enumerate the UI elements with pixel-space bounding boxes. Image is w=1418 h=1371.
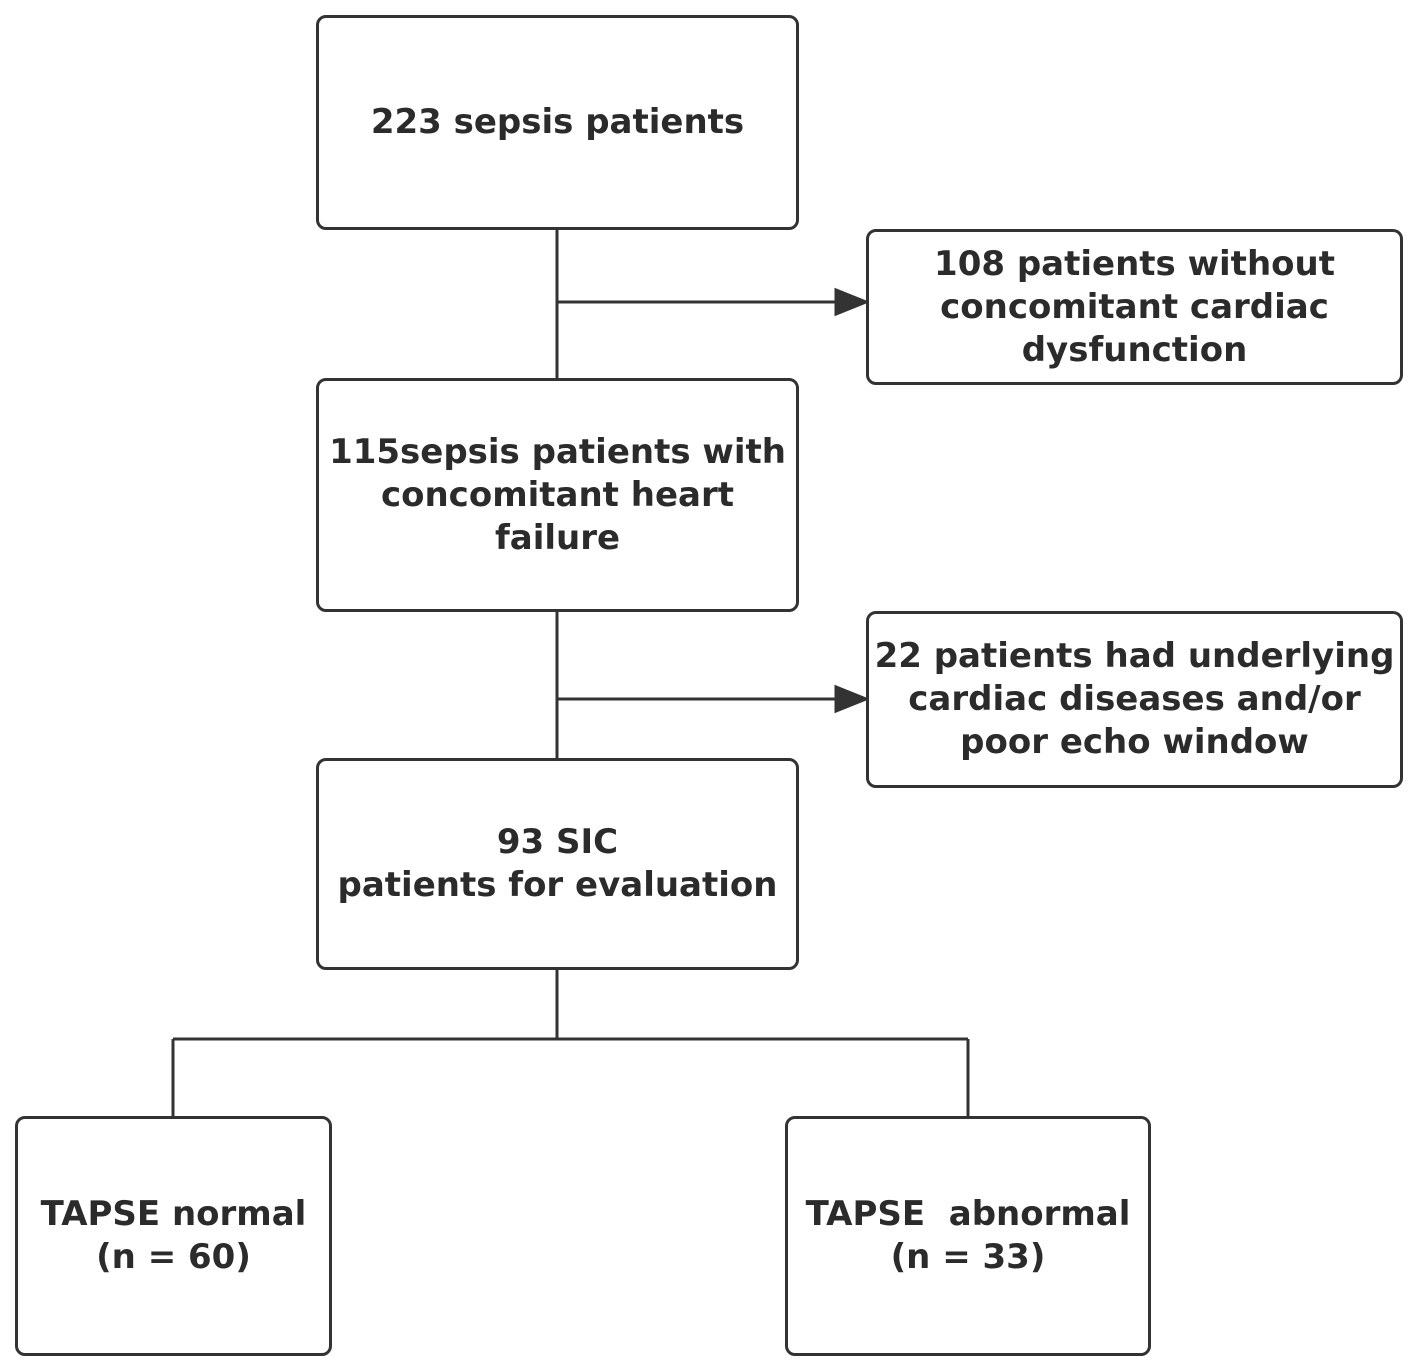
box-text-line: cardiac diseases and/or [908,679,1361,719]
box-text-line: 223 sepsis patients [370,102,745,142]
box-text-line: 115sepsis patients with [329,431,786,472]
box-tapse-abnormal: TAPSE abnormal (n = 33) [785,1116,1151,1356]
box-text-line: 93 SIC [496,822,619,862]
box-text-line: failure [494,517,621,558]
box-text-line: TAPSE abnormal [805,1194,1131,1234]
box-excluded-underlying-disease: 22 patients had underlying cardiac disea… [866,611,1403,788]
box-text-line: dysfunction [1021,329,1248,370]
box-tapse-normal: TAPSE normal (n = 60) [15,1116,332,1356]
arrow-to-excluded2 [557,684,867,714]
box-text-line: 22 patients had underlying [874,636,1395,676]
box-text-line: patients for evaluation [337,865,778,905]
box-excluded-no-cardiac-dysfunction: 108 patients without concomitant cardiac… [866,229,1403,385]
arrow-to-excluded1 [557,287,867,317]
box-text-line: 108 patients without [934,243,1335,284]
box-text-line: (n = 60) [96,1237,251,1277]
box-text-line: concomitant heart [380,474,735,515]
box-text-line: poor echo window [960,722,1309,762]
box-sic-evaluation: 93 SIC patients for evaluation [316,758,799,970]
box-text-line: (n = 33) [890,1237,1046,1277]
box-total-patients: 223 sepsis patients [316,15,799,230]
box-text-line: TAPSE normal [40,1194,307,1234]
box-heart-failure-patients: 115sepsis patients with concomitant hear… [316,378,799,612]
box-text-line: concomitant cardiac [940,286,1329,327]
